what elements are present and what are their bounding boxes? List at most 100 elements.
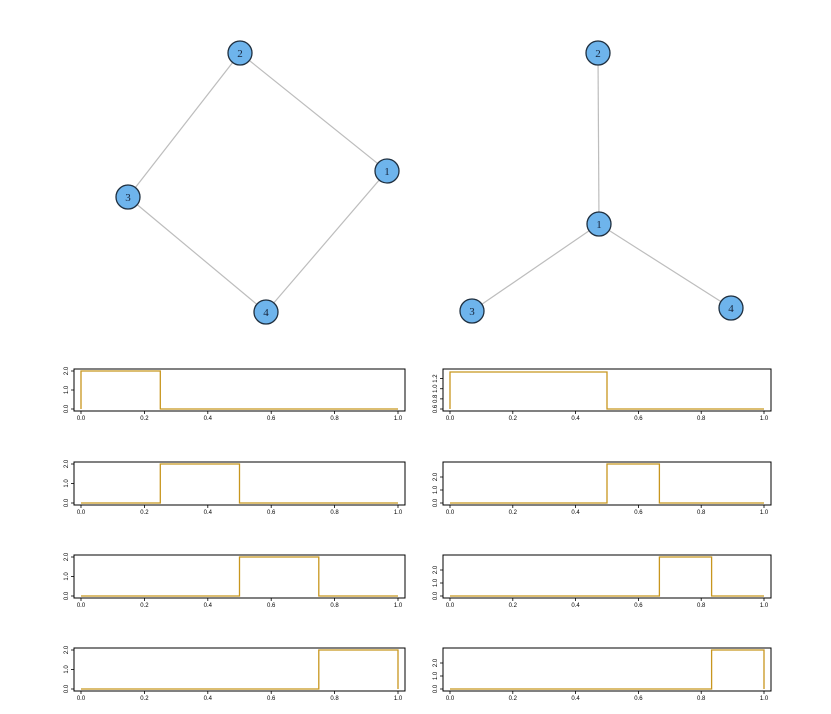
node-3: 3 <box>115 184 141 210</box>
node-4: 4 <box>253 299 279 325</box>
x-tick-label-5-1: 0.2 <box>140 603 149 609</box>
y-tick-label-6-1: 1.0 <box>433 578 439 587</box>
node-1: 1 <box>586 211 612 237</box>
x-tick-label-7-1: 0.2 <box>140 696 149 702</box>
node-2: 2 <box>227 40 253 66</box>
x-tick-label-1-1: 0.2 <box>140 416 149 422</box>
x-tick-label-2-3: 0.6 <box>634 416 643 422</box>
x-tick-label-7-3: 0.6 <box>267 696 276 702</box>
step-line-2 <box>449 371 764 410</box>
node-label-3: 3 <box>469 306 475 318</box>
node-circle-3 <box>115 184 141 210</box>
y-tick-label-5-0: 0.0 <box>64 591 70 600</box>
node-2: 2 <box>585 40 611 66</box>
y-tick-label-6-2: 2.0 <box>433 565 439 574</box>
x-tick-label-3-2: 0.4 <box>204 510 213 516</box>
node-3: 3 <box>459 298 485 324</box>
y-tick-label-1-2: 2.0 <box>64 366 70 375</box>
x-tick-label-6-1: 0.2 <box>509 603 518 609</box>
step-line-5 <box>81 556 398 597</box>
x-tick-label-5-2: 0.4 <box>204 603 213 609</box>
x-tick-label-5-4: 0.8 <box>330 603 339 609</box>
x-tick-label-6-2: 0.4 <box>571 603 580 609</box>
y-tick-label-7-2: 2.0 <box>64 645 70 654</box>
edge-2-1 <box>239 52 388 172</box>
x-tick-label-3-0: 0.0 <box>77 510 86 516</box>
y-tick-label-8-1: 1.0 <box>433 671 439 680</box>
y-tick-label-2-3: 1.2 <box>433 374 439 383</box>
network-graph-1: 1 2 3 4 <box>115 40 400 325</box>
step-line-8 <box>450 649 765 690</box>
y-tick-label-1-1: 1.0 <box>64 385 70 394</box>
plot-frame-1 <box>73 368 406 412</box>
x-tick-label-1-5: 1.0 <box>394 416 403 422</box>
x-tick-label-7-4: 0.8 <box>330 696 339 702</box>
edge-2-1 <box>597 52 600 225</box>
x-tick-label-4-5: 1.0 <box>760 510 769 516</box>
x-tick-label-3-4: 0.8 <box>330 510 339 516</box>
node-label-1: 1 <box>596 219 602 231</box>
node-circle-2 <box>227 40 253 66</box>
node-label-2: 2 <box>595 48 601 60</box>
x-tick-label-5-0: 0.0 <box>77 603 86 609</box>
x-tick-label-8-5: 1.0 <box>760 696 769 702</box>
network-graph-2: 1 2 3 4 <box>459 40 744 324</box>
x-tick-label-2-2: 0.4 <box>571 416 580 422</box>
node-label-4: 4 <box>728 303 734 315</box>
plot-frame-6 <box>442 554 772 599</box>
x-tick-label-6-0: 0.0 <box>446 603 455 609</box>
step-line-1 <box>80 370 398 410</box>
y-tick-label-5-2: 2.0 <box>64 552 70 561</box>
node-1: 1 <box>374 158 400 184</box>
edge-1-4 <box>598 223 732 309</box>
x-tick-label-4-4: 0.8 <box>697 510 706 516</box>
node-circle-2 <box>585 40 611 66</box>
x-tick-label-7-5: 1.0 <box>394 696 403 702</box>
x-tick-label-4-3: 0.6 <box>634 510 643 516</box>
x-tick-label-1-2: 0.4 <box>204 416 213 422</box>
x-tick-label-3-1: 0.2 <box>140 510 149 516</box>
y-tick-label-3-2: 2.0 <box>64 459 70 468</box>
y-tick-label-2-0: 0.6 <box>433 404 439 413</box>
x-tick-label-7-0: 0.0 <box>77 696 86 702</box>
x-tick-label-8-1: 0.2 <box>509 696 518 702</box>
step-line-3 <box>81 463 398 504</box>
x-tick-label-6-3: 0.6 <box>634 603 643 609</box>
x-tick-label-8-2: 0.4 <box>571 696 580 702</box>
edge-4-1 <box>265 170 388 313</box>
plot-frame-4 <box>442 461 772 506</box>
plot-frame-2 <box>442 368 772 412</box>
x-tick-label-7-2: 0.4 <box>204 696 213 702</box>
edge-3-4 <box>127 196 267 313</box>
node-4: 4 <box>718 295 744 321</box>
x-tick-label-8-0: 0.0 <box>446 696 455 702</box>
edge-2-3 <box>127 52 241 198</box>
edge-1-3 <box>471 223 600 312</box>
x-tick-label-3-3: 0.6 <box>267 510 276 516</box>
step-line-6 <box>450 556 764 597</box>
x-tick-label-2-1: 0.2 <box>509 416 518 422</box>
x-tick-label-2-0: 0.0 <box>446 416 455 422</box>
y-tick-label-3-0: 0.0 <box>64 498 70 507</box>
y-tick-label-5-1: 1.0 <box>64 572 70 581</box>
y-tick-label-4-1: 1.0 <box>433 485 439 494</box>
y-tick-label-8-0: 0.0 <box>433 684 439 693</box>
node-circle-1 <box>586 211 612 237</box>
step-line-4 <box>450 463 764 504</box>
x-tick-label-1-0: 0.0 <box>77 416 86 422</box>
x-tick-label-2-5: 1.0 <box>760 416 769 422</box>
y-tick-label-4-2: 2.0 <box>433 472 439 481</box>
node-circle-3 <box>459 298 485 324</box>
x-tick-label-3-5: 1.0 <box>394 510 403 516</box>
x-tick-label-5-3: 0.6 <box>267 603 276 609</box>
y-tick-label-2-1: 0.8 <box>433 394 439 403</box>
x-tick-label-8-4: 0.8 <box>697 696 706 702</box>
node-label-1: 1 <box>384 166 390 178</box>
y-tick-label-1-0: 0.0 <box>64 404 70 413</box>
